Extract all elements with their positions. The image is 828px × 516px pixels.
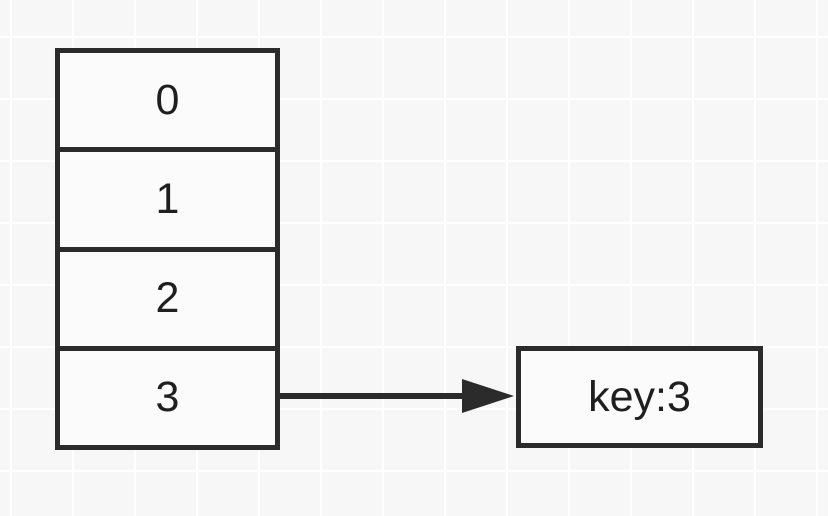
bucket-cell-label-0: 0 — [155, 75, 180, 124]
key-node[interactable]: key:3 — [516, 346, 763, 448]
bucket-cell-0[interactable]: 0 — [60, 53, 275, 153]
bucket3-to-key-node-arrow — [278, 379, 514, 413]
bucket-cell-1[interactable]: 1 — [60, 152, 275, 252]
arrow-head-icon — [462, 379, 514, 413]
bucket-cell-2[interactable]: 2 — [60, 251, 275, 351]
bucket-cell-label-3: 3 — [155, 373, 180, 422]
bucket-cell-3[interactable]: 3 — [60, 350, 275, 445]
key-node-label: key:3 — [588, 372, 691, 421]
bucket-cell-label-1: 1 — [155, 174, 180, 223]
bucket-array[interactable]: 0 1 2 3 — [55, 48, 280, 450]
bucket-cell-label-2: 2 — [155, 274, 180, 323]
